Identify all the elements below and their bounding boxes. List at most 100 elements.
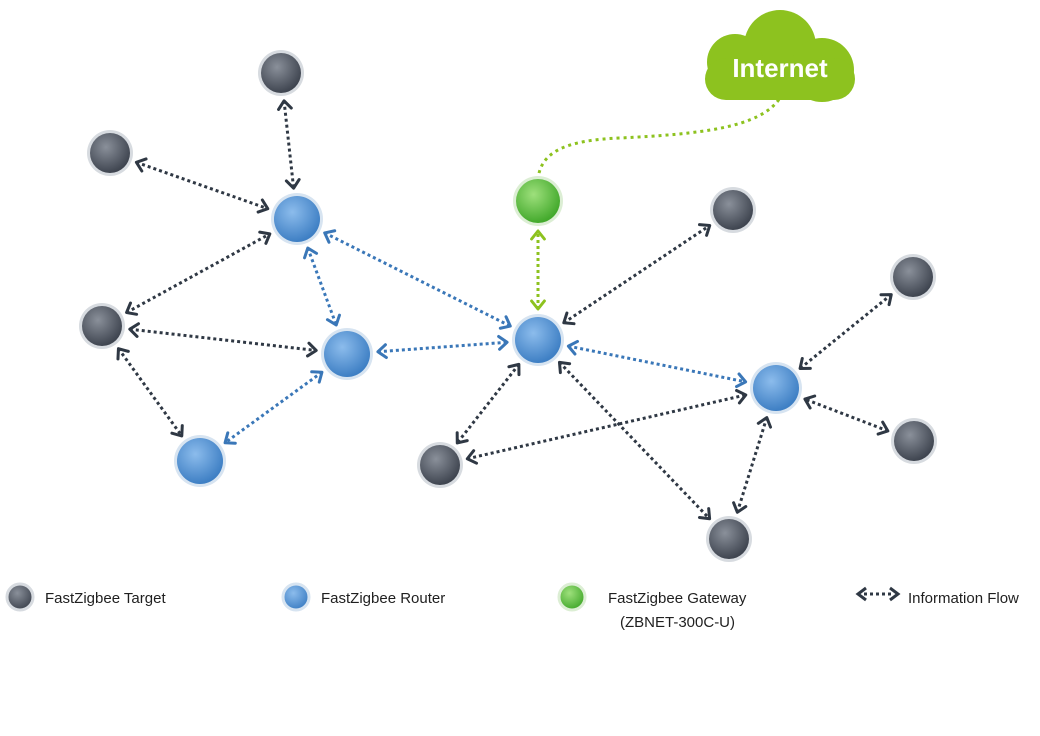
arrow-head-end bbox=[498, 315, 512, 330]
legend-target-icon bbox=[5, 582, 35, 612]
arrow-head-end bbox=[798, 356, 812, 370]
legend-gateway-model: (ZBNET-300C-U) bbox=[620, 614, 735, 631]
router-icon bbox=[324, 331, 370, 377]
link-r2-r3 bbox=[223, 370, 324, 445]
arrow-head-end bbox=[756, 416, 773, 429]
arrow-head-end bbox=[455, 431, 469, 445]
arrow-head-start bbox=[530, 299, 546, 311]
link-line bbox=[568, 344, 746, 384]
legend-target-label: FastZigbee Target bbox=[45, 590, 166, 607]
arrow-head-start bbox=[128, 322, 140, 338]
arrow-head-end bbox=[697, 223, 712, 237]
target-icon bbox=[90, 133, 130, 173]
router-icon bbox=[274, 196, 320, 242]
link-r4-r5 bbox=[566, 339, 748, 389]
cloud-link bbox=[536, 97, 782, 181]
link-line bbox=[306, 247, 338, 326]
target-icon bbox=[713, 190, 753, 230]
gateway-node-g1 bbox=[513, 176, 563, 226]
target-node-t5 bbox=[417, 442, 463, 488]
router-node-r2 bbox=[321, 328, 373, 380]
legend-router-icon bbox=[281, 582, 311, 612]
router-node-r3 bbox=[174, 435, 226, 487]
target-node-t4 bbox=[710, 187, 756, 233]
link-line bbox=[735, 417, 769, 513]
arrow-head-start bbox=[310, 370, 324, 384]
arrow-head-start bbox=[134, 157, 148, 173]
link-r4-g1 bbox=[530, 229, 546, 311]
link-r1-r4 bbox=[323, 229, 512, 330]
arrow-head-end bbox=[735, 388, 748, 405]
cloud-label: Internet bbox=[732, 53, 828, 83]
arrow-head-end bbox=[735, 372, 748, 389]
arrow-head-start bbox=[125, 301, 139, 316]
arrow-head-start bbox=[879, 293, 893, 307]
link-r1-r2 bbox=[303, 246, 341, 327]
link-line bbox=[129, 327, 317, 352]
link-t8-r5 bbox=[732, 416, 773, 514]
link-t3-r2 bbox=[128, 322, 318, 358]
arrow-head-start bbox=[557, 360, 572, 375]
arrow-head-start bbox=[303, 246, 319, 260]
nodes-layer bbox=[79, 50, 937, 562]
gateway-icon bbox=[516, 179, 560, 223]
link-t5-r5 bbox=[465, 388, 748, 465]
arrow-head-end bbox=[803, 394, 817, 410]
link-t7-r5 bbox=[803, 394, 890, 436]
arrow-head-end bbox=[223, 431, 237, 445]
target-node-t7 bbox=[891, 418, 937, 464]
target-node-t6 bbox=[890, 254, 936, 300]
router-icon bbox=[515, 317, 561, 363]
link-t3-r3 bbox=[116, 347, 184, 438]
arrow-head-end bbox=[170, 424, 184, 438]
link-line bbox=[282, 100, 296, 189]
arrow-head-start bbox=[465, 449, 479, 465]
arrow-head-end bbox=[306, 341, 318, 358]
arrow-head-end bbox=[256, 198, 270, 214]
link-line bbox=[117, 347, 184, 437]
link-line bbox=[799, 293, 893, 370]
link-line bbox=[804, 397, 889, 433]
link-line bbox=[224, 371, 323, 444]
legend: FastZigbee Target FastZigbee Router Fast… bbox=[5, 582, 1019, 631]
link-line bbox=[125, 232, 271, 314]
target-node-t3 bbox=[79, 303, 125, 349]
arrow-head-end bbox=[497, 334, 509, 351]
legend-gateway-icon bbox=[557, 582, 587, 612]
internet-cloud: Internet bbox=[536, 10, 855, 181]
legend-flow: Information Flow bbox=[855, 586, 1019, 607]
arrow-head-start bbox=[376, 343, 388, 360]
router-node-r1 bbox=[271, 193, 323, 245]
link-line bbox=[135, 160, 269, 211]
link-t6-r5 bbox=[798, 293, 893, 370]
link-line bbox=[466, 393, 747, 461]
arrow-head-start bbox=[876, 420, 890, 436]
router-node-r4 bbox=[512, 314, 564, 366]
arrow-head-end bbox=[284, 178, 301, 190]
target-icon bbox=[420, 445, 460, 485]
link-r2-r4 bbox=[376, 334, 509, 360]
link-r4-t8 bbox=[557, 360, 712, 521]
target-node-t8 bbox=[706, 516, 752, 562]
arrow-head-start bbox=[507, 362, 521, 377]
link-line bbox=[456, 363, 521, 444]
link-t1-r1 bbox=[277, 99, 301, 190]
target-icon bbox=[893, 257, 933, 297]
arrow-head-start bbox=[323, 229, 337, 244]
router-node-r5 bbox=[750, 362, 802, 414]
arrow-head-end bbox=[697, 507, 712, 521]
links-layer bbox=[116, 99, 893, 521]
legend-flow-arrow-left bbox=[855, 586, 867, 602]
link-line bbox=[558, 361, 711, 520]
arrow-head-start bbox=[732, 501, 748, 514]
target-icon bbox=[894, 421, 934, 461]
link-t2-r1 bbox=[134, 157, 270, 214]
router-icon bbox=[177, 438, 223, 484]
target-icon bbox=[82, 306, 122, 346]
arrow-head-end bbox=[530, 229, 546, 241]
target-node-t2 bbox=[87, 130, 133, 176]
link-line bbox=[562, 224, 711, 325]
target-icon bbox=[261, 53, 301, 93]
legend-router: FastZigbee Router bbox=[281, 582, 445, 612]
